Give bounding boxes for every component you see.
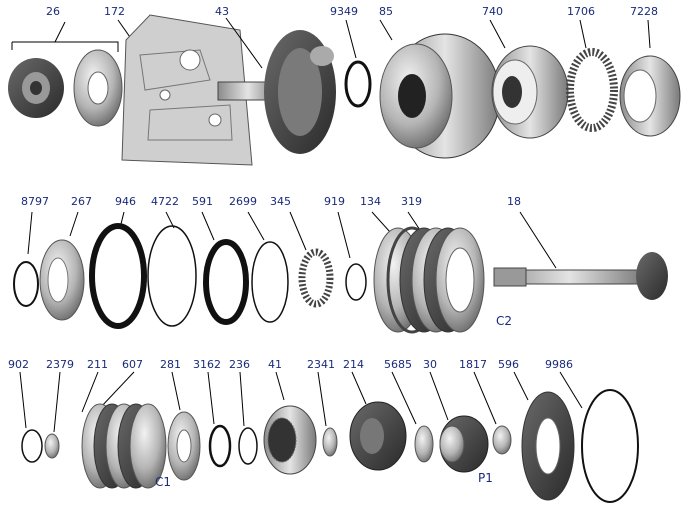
- part-946-seal: [89, 211, 147, 329]
- label-26: 26: [46, 5, 60, 18]
- label-41: 41: [268, 358, 282, 371]
- label-2699: 2699: [229, 195, 257, 208]
- label-9986: 9986: [545, 358, 573, 371]
- part-1817-washer: [473, 371, 512, 455]
- part-281-plate: [167, 371, 201, 481]
- part-902-ring: [19, 371, 43, 463]
- label-319: 319: [401, 195, 422, 208]
- group-label-p1: P1: [478, 471, 493, 485]
- part-214-carrier: [349, 371, 407, 471]
- part-4722-ring: [147, 211, 197, 327]
- part-134-clutch-pack: [371, 211, 485, 334]
- label-172: 172: [104, 5, 125, 18]
- label-1817: 1817: [459, 358, 487, 371]
- label-7228: 7228: [630, 5, 658, 18]
- label-1706: 1706: [567, 5, 595, 18]
- part-1706-sprag: [566, 19, 618, 132]
- label-30: 30: [423, 358, 437, 371]
- label-919: 919: [324, 195, 345, 208]
- part-9986-snap-ring: [559, 371, 639, 503]
- label-85: 85: [379, 5, 393, 18]
- part-9349-snap-ring: [344, 19, 372, 108]
- label-236: 236: [229, 358, 250, 371]
- part-236-ring: [238, 371, 258, 465]
- label-596: 596: [498, 358, 519, 371]
- part-211-607-clutch-pack: [81, 371, 167, 489]
- part-85-clutch-drum: [379, 19, 501, 159]
- label-281: 281: [160, 358, 181, 371]
- label-902: 902: [8, 358, 29, 371]
- part-267-piston: [39, 211, 85, 321]
- part-2699-ring: [247, 211, 289, 323]
- label-2379: 2379: [46, 358, 74, 371]
- part-919-ring: [337, 211, 367, 301]
- label-3162: 3162: [193, 358, 221, 371]
- part-26-pump-assembly: [8, 21, 123, 127]
- label-9349: 9349: [330, 5, 358, 18]
- label-607: 607: [122, 358, 143, 371]
- part-172-separator-plate: [117, 14, 253, 166]
- group-label-c1: C1: [155, 475, 171, 489]
- part-3162-ring: [207, 371, 232, 468]
- part-18-input-shaft: [493, 211, 668, 300]
- part-8797-ring: [13, 211, 39, 307]
- label-946: 946: [115, 195, 136, 208]
- label-591: 591: [192, 195, 213, 208]
- part-596-plate: [513, 371, 575, 501]
- label-134: 134: [360, 195, 381, 208]
- label-214: 214: [343, 358, 364, 371]
- label-18: 18: [507, 195, 521, 208]
- part-30-sun-gear: [429, 371, 489, 473]
- part-2379-washer: [44, 371, 61, 459]
- label-740: 740: [482, 5, 503, 18]
- label-345: 345: [270, 195, 291, 208]
- part-5685-washer: [391, 371, 434, 463]
- label-267: 267: [71, 195, 92, 208]
- part-591-seal: [201, 211, 249, 325]
- part-345-bearing: [289, 211, 334, 308]
- label-43: 43: [215, 5, 229, 18]
- part-7228-race: [619, 19, 681, 137]
- label-5685: 5685: [384, 358, 412, 371]
- label-4722: 4722: [151, 195, 179, 208]
- group-label-c2: C2: [496, 314, 512, 328]
- label-8797: 8797: [21, 195, 49, 208]
- label-211: 211: [87, 358, 108, 371]
- part-2341-washer: [317, 371, 338, 457]
- part-740-clutch-hub: [489, 19, 569, 139]
- label-2341: 2341: [307, 358, 335, 371]
- part-43-stator-support: [217, 17, 336, 154]
- part-41-ring-gear: [263, 371, 317, 475]
